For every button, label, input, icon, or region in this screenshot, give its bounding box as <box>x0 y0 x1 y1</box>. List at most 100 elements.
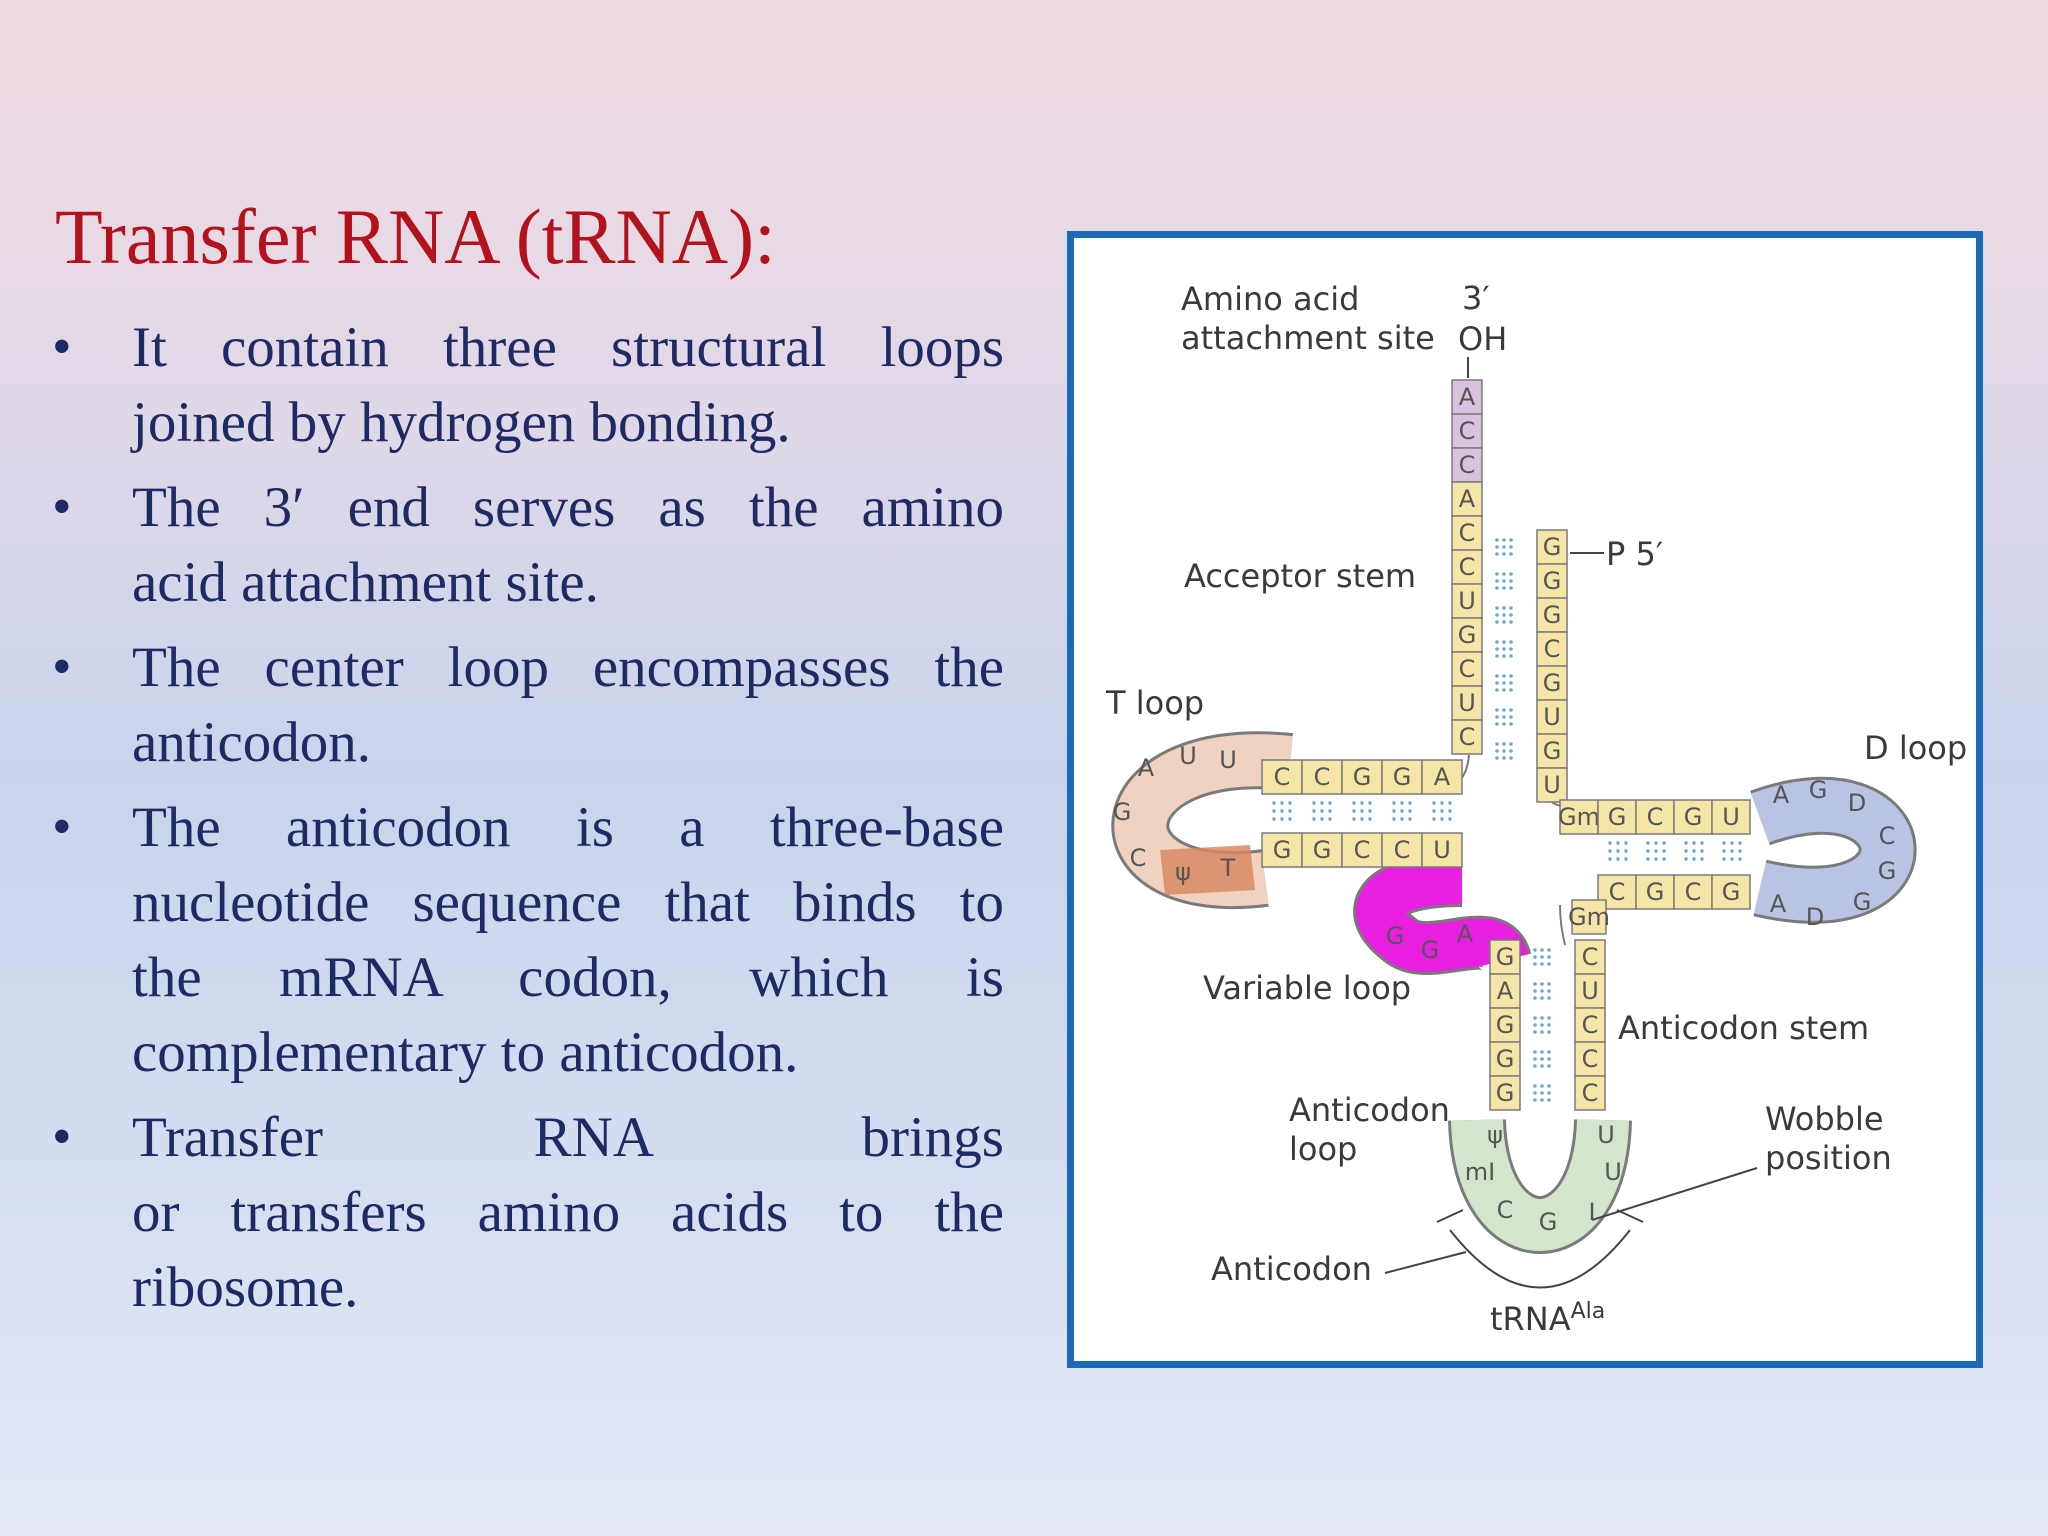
acceptor-right-base-cell <box>1536 529 1568 565</box>
acceptor-hbond <box>1495 538 1513 556</box>
d-arm-bottom-base: G <box>1635 874 1675 910</box>
hbond-dot <box>1533 962 1537 966</box>
t-loop-base: A <box>1138 754 1155 782</box>
t-arm-top-base-cell <box>1341 759 1383 795</box>
d-arm-top-base-cell <box>1711 799 1751 835</box>
hbond-dot <box>1533 1091 1537 1095</box>
d-arm-hbond <box>1684 841 1704 861</box>
acceptor-left-base-cell <box>1451 651 1483 687</box>
d-arm-top-base-letter: U <box>1722 803 1740 831</box>
acceptor-hbond <box>1495 708 1513 726</box>
hbond-dot <box>1509 586 1513 590</box>
anticodon-left-base: G <box>1489 1041 1521 1077</box>
label-variable-loop: Variable loop <box>1203 969 1411 1007</box>
acceptor-right-base: U <box>1536 767 1568 803</box>
d-arm-top-base: Gm <box>1558 799 1600 835</box>
t-arm-hbond <box>1432 801 1452 821</box>
acceptor-right-base-letter: U <box>1543 771 1561 799</box>
hbond-dot <box>1502 647 1506 651</box>
hbond-dot <box>1547 1064 1551 1068</box>
hbond-dot <box>1646 857 1650 861</box>
variable-loop-base: G <box>1386 922 1405 950</box>
bullet-text-line: ribosome. <box>132 1256 359 1319</box>
d-arm-top-base: C <box>1635 799 1675 835</box>
hbond-dot <box>1432 817 1436 821</box>
hbond-dot <box>1312 817 1316 821</box>
acceptor-left-base: U <box>1451 583 1483 619</box>
hbond-dot <box>1547 982 1551 986</box>
label-trna: tRNAAla <box>1490 1299 1605 1338</box>
hbond-dot <box>1509 620 1513 624</box>
acceptor-right-base-cell <box>1536 665 1568 701</box>
d-arm-hbond <box>1608 841 1628 861</box>
hbond-dot <box>1509 613 1513 617</box>
d-loop-base: G <box>1809 776 1828 804</box>
hbond-dot <box>1540 996 1544 1000</box>
hbond-dot <box>1495 681 1499 685</box>
hbond-dot <box>1400 809 1404 813</box>
hbond-dot <box>1495 647 1499 651</box>
t-arm-top-base: G <box>1341 759 1383 795</box>
t-arm-top-base: C <box>1301 759 1343 795</box>
hbond-dot <box>1272 817 1276 821</box>
hbond-dot <box>1624 849 1628 853</box>
hbond-dot <box>1509 722 1513 726</box>
acceptor-left-base: C <box>1451 515 1483 551</box>
hbond-dot <box>1533 1057 1537 1061</box>
t-loop-base: T <box>1220 854 1236 882</box>
hbond-dot <box>1502 654 1506 658</box>
hbond-dot <box>1547 948 1551 952</box>
acceptor-left-base-cell <box>1451 617 1483 653</box>
hbond-dot <box>1509 647 1513 651</box>
variable-loop-base: A <box>1457 920 1474 948</box>
hbond-dot <box>1495 756 1499 760</box>
hbond-dot <box>1352 817 1356 821</box>
slide-title: Transfer RNA (tRNA): <box>55 193 776 280</box>
bullet-marker: • <box>52 636 72 698</box>
d-arm-bottom-base: C <box>1673 874 1713 910</box>
hbond-dot <box>1684 841 1688 845</box>
t-arm-bottom-base: C <box>1341 832 1383 868</box>
bullet-text-line: Transfer RNA brings <box>132 1106 1004 1169</box>
hbond-dot <box>1540 1057 1544 1061</box>
hbond-dot <box>1502 538 1506 542</box>
anticodon-right-base-cell <box>1574 1075 1606 1111</box>
bullet-marker: • <box>52 476 72 538</box>
hbond-dot <box>1495 640 1499 644</box>
hbond-dot <box>1608 841 1612 845</box>
hbond-dot <box>1432 809 1436 813</box>
hbond-dot <box>1448 801 1452 805</box>
hbond-dot <box>1509 708 1513 712</box>
hbond-dot <box>1502 586 1506 590</box>
hbond-dot <box>1352 809 1356 813</box>
t-arm-top-base-cell <box>1381 759 1423 795</box>
hbond-dot <box>1624 841 1628 845</box>
anticodon-pointer <box>1384 1251 1467 1274</box>
acceptor-left-base-letter: C <box>1459 723 1476 751</box>
hbond-dot <box>1400 801 1404 805</box>
hbond-dot <box>1502 749 1506 753</box>
hbond-dot <box>1502 579 1506 583</box>
bullet-item: • The center loop encompasses the antico… <box>52 630 1004 780</box>
t-arm-bottom-base-cell <box>1341 832 1383 868</box>
hbond-dot <box>1502 545 1506 549</box>
bracket-tick-right <box>1616 1209 1644 1223</box>
hydrogen-bond-layer <box>1272 538 1742 1102</box>
hbond-dot <box>1352 801 1356 805</box>
anticodon-loop-shape <box>1451 1118 1629 1251</box>
hbond-dot <box>1540 962 1544 966</box>
label-oh: OH <box>1458 320 1507 358</box>
anticodon-left-base-letter: G <box>1496 1011 1515 1039</box>
acceptor-left-base: C <box>1451 413 1483 449</box>
anticodon-left-base: A <box>1489 973 1521 1009</box>
label-trna-sup: Ala <box>1571 1299 1606 1324</box>
hbond-dot <box>1280 817 1284 821</box>
bullet-item: • Transfer RNA brings or transfers amino… <box>52 1100 1004 1325</box>
hbond-dot <box>1722 841 1726 845</box>
hbond-dot <box>1328 801 1332 805</box>
anticodon-loop-base: U <box>1597 1121 1615 1149</box>
anticodon-loop-base: I <box>1588 1198 1595 1226</box>
hbond-dot <box>1540 1050 1544 1054</box>
d-arm-top-base-cell <box>1673 799 1713 835</box>
acceptor-left-base-cell <box>1451 549 1483 585</box>
